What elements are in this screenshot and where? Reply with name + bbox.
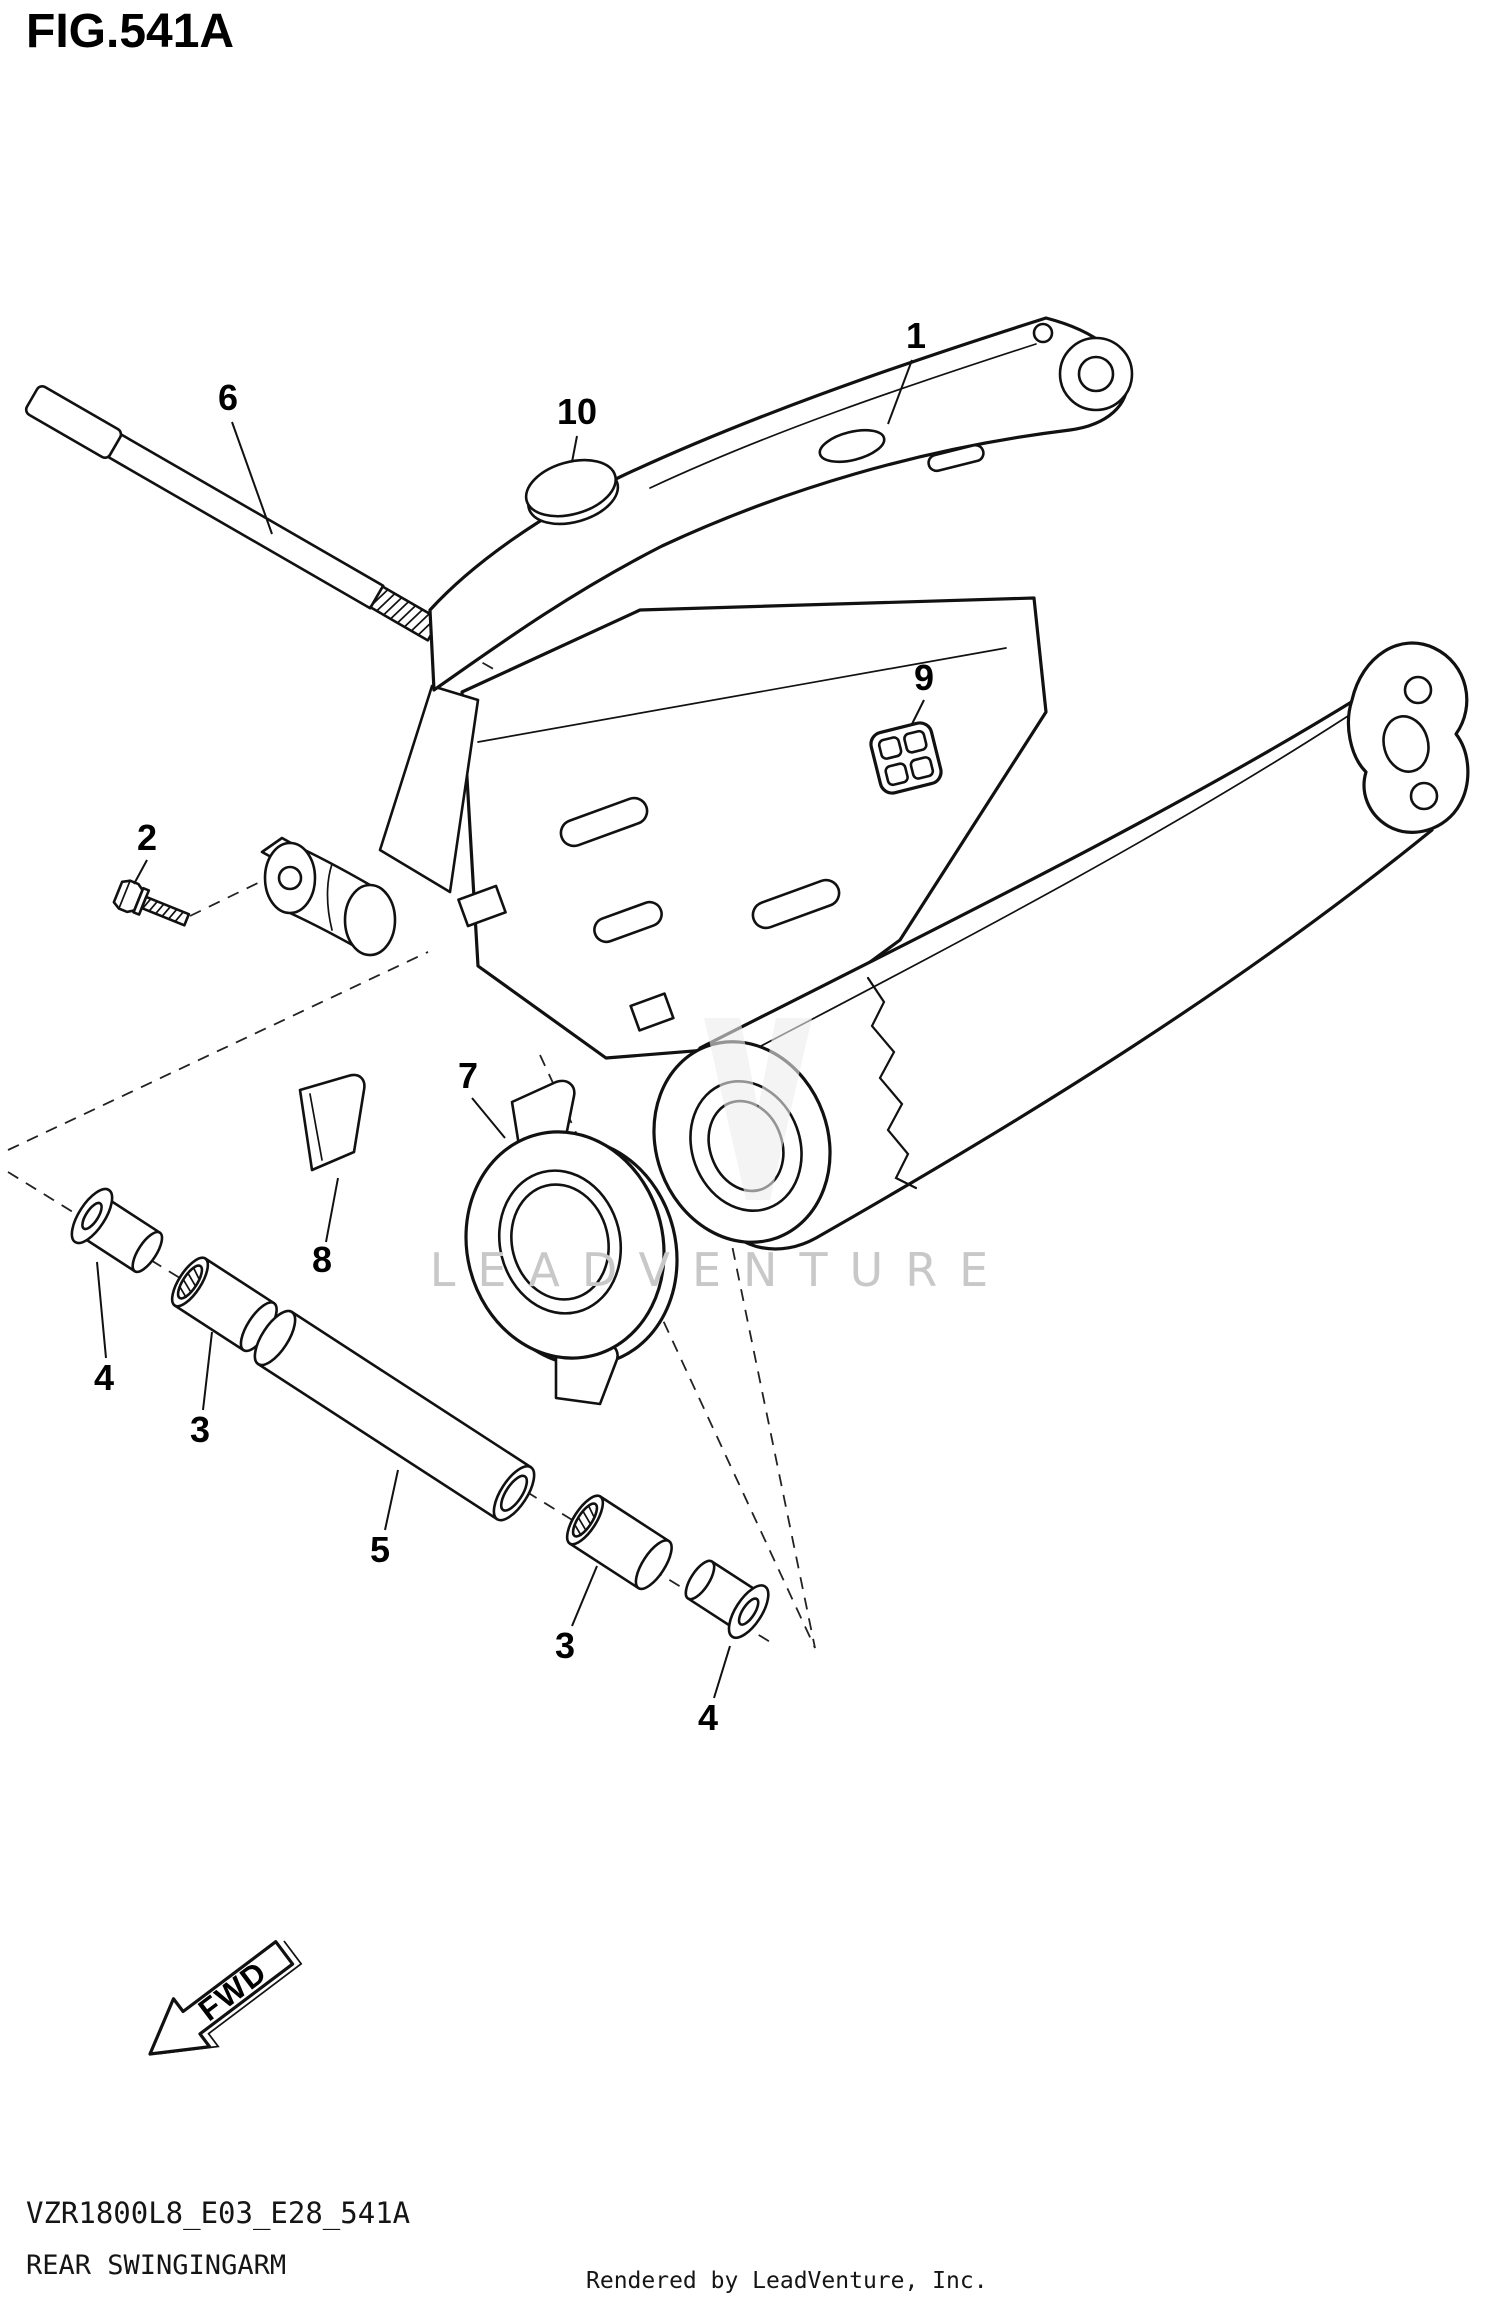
watermark: LEADVENTURE xyxy=(430,1018,1011,1297)
axle-hole-inner xyxy=(1077,355,1115,393)
thread-ticks xyxy=(368,588,438,636)
callout-2: 2 xyxy=(137,817,157,858)
callout-1: 1 xyxy=(906,315,926,356)
cross-member xyxy=(457,596,1048,1060)
pivot-bore xyxy=(277,865,303,891)
collar-rear xyxy=(684,1559,770,1640)
bearing-rear xyxy=(565,1494,673,1591)
callouts: 1 6 10 9 2 7 8 4 3 5 3 4 xyxy=(94,315,934,1738)
watermark-text: LEADVENTURE xyxy=(430,1243,1011,1297)
needle-hatch xyxy=(574,1504,595,1537)
cushion-pad xyxy=(869,721,943,795)
small-hole xyxy=(1032,322,1054,344)
plate-slot xyxy=(751,878,841,930)
part-number-code: VZR1800L8_E03_E28_541A xyxy=(26,2196,411,2230)
bearing-retainer xyxy=(464,1079,679,1406)
watermark-logo xyxy=(704,1018,812,1200)
plate-hole xyxy=(629,992,675,1032)
callout-3-front: 3 xyxy=(190,1409,210,1450)
figure-name: REAR SWINGINGARM xyxy=(26,2250,287,2281)
tab-shim xyxy=(298,1073,366,1172)
needle-hatch xyxy=(179,1266,200,1299)
pivot-boss xyxy=(260,684,480,957)
figure-title: FIG.541A xyxy=(26,5,235,58)
thread-ticks xyxy=(141,897,185,923)
fwd-arrow-outline xyxy=(148,1940,295,2056)
swingarm-right-arm xyxy=(428,316,1134,692)
fwd-arrow: FWD xyxy=(148,1940,303,2056)
callout-3-rear: 3 xyxy=(555,1625,575,1666)
callout-10: 10 xyxy=(557,391,597,432)
callout-6: 6 xyxy=(218,377,238,418)
surface-break-line xyxy=(866,976,918,1190)
callout-8: 8 xyxy=(312,1239,332,1280)
arm-oval-hole xyxy=(818,428,886,464)
bearing-front xyxy=(170,1256,278,1353)
clamp-bolt xyxy=(112,879,191,927)
plate-slot xyxy=(593,900,663,944)
plate-slot xyxy=(559,796,649,848)
callout-4-rear: 4 xyxy=(698,1697,718,1738)
pivot-shaft xyxy=(24,385,442,642)
render-credit: Rendered by LeadVenture, Inc. xyxy=(586,2268,988,2294)
callout-9: 9 xyxy=(914,657,934,698)
arm-slot xyxy=(927,443,985,473)
callout-7: 7 xyxy=(458,1055,478,1096)
plate-hole xyxy=(457,884,507,928)
end-cap xyxy=(524,458,620,526)
collar-front xyxy=(70,1187,164,1274)
spacer-tube xyxy=(253,1309,536,1522)
callout-4-front: 4 xyxy=(94,1357,114,1398)
callout-5: 5 xyxy=(370,1529,390,1570)
